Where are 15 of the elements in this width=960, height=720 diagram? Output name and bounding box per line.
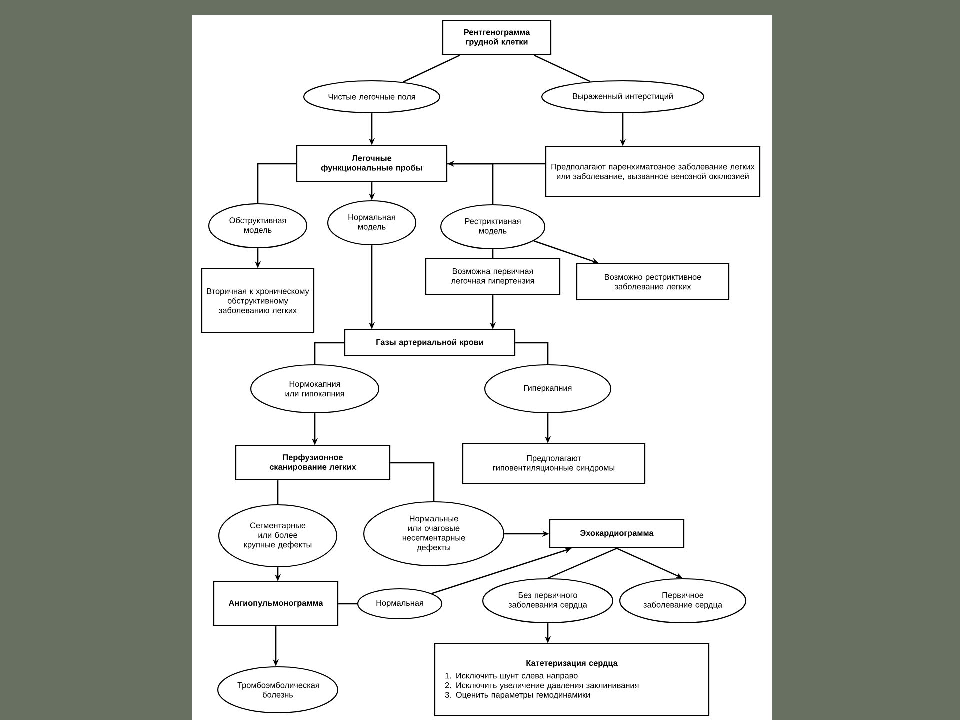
process-box: Предполагают паренхиматозное заболевание легких или заболевание, вызванное венозной окклюзией bbox=[545, 146, 761, 198]
process-box: Возможна первичная легочная гипертензия bbox=[425, 258, 561, 296]
process-box: Легочные функциональные пробы bbox=[296, 145, 448, 183]
process-box: Эхокардиограмма bbox=[549, 519, 685, 549]
process-box: Газы артериальной крови bbox=[344, 329, 516, 357]
process-box: Возможно рестриктивное заболевание легких bbox=[576, 263, 730, 301]
arrow bbox=[314, 342, 344, 364]
process-box: Перфузионное сканирование легких bbox=[235, 445, 391, 481]
process-box: Предполагают гиповентиляционные синдромы bbox=[462, 443, 646, 485]
process-box: Ангиопульмонограмма bbox=[213, 581, 339, 627]
arrow bbox=[516, 342, 549, 364]
process-box: Катетеризация сердца 1. Исключить шунт слева направо 2. Исключить увеличение давления заклинивания 3. Оценить параметры гемодинамики bbox=[434, 643, 710, 717]
arrow bbox=[257, 163, 296, 204]
process-box: Вторичная к хроническому обструктивному заболеванию легких bbox=[201, 268, 315, 334]
process-box: Рентгенограмма грудной клетки bbox=[442, 20, 552, 56]
